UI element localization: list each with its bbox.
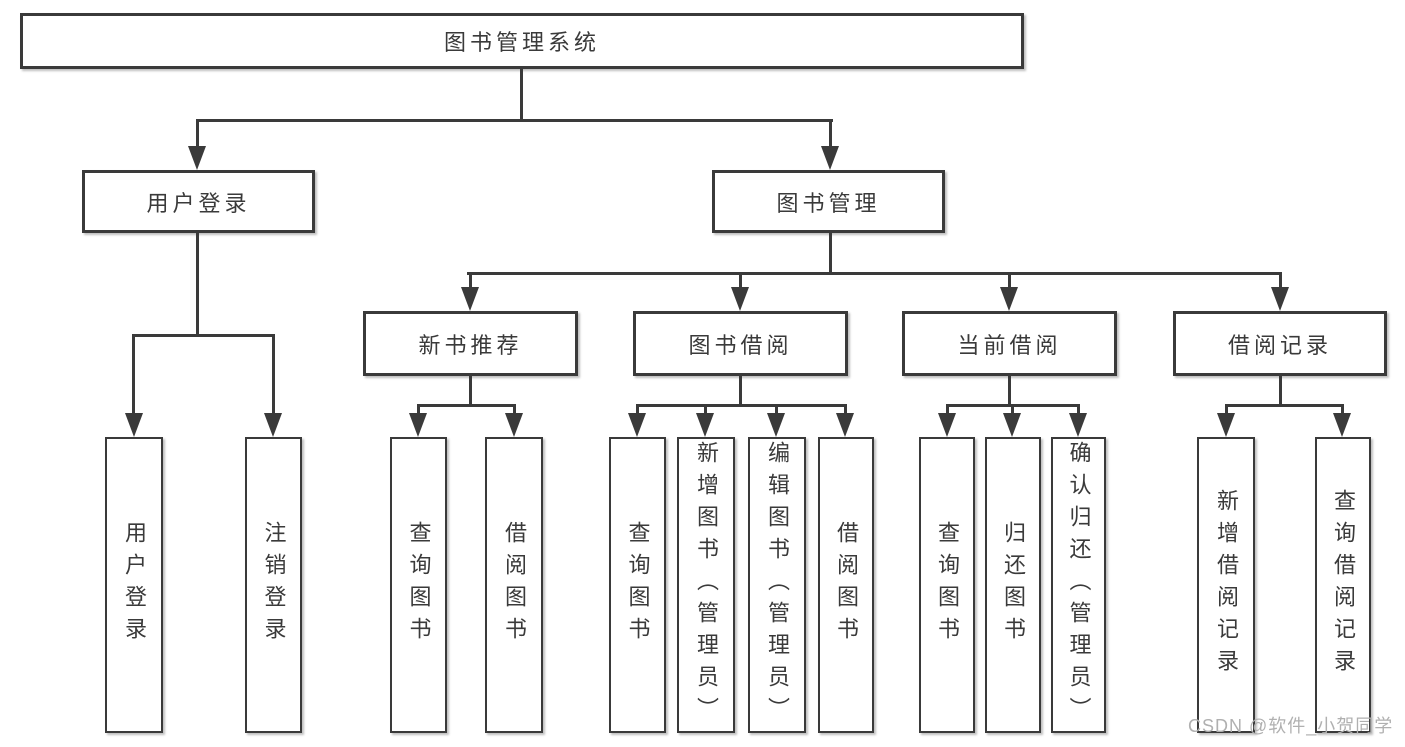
connector-user-login-rail [133, 334, 275, 337]
arrowhead-leaf-login [125, 413, 143, 437]
connector-borrow-rail [636, 404, 847, 407]
arrowhead-leaf [409, 413, 427, 437]
arrowhead-book-mgmt [821, 146, 839, 170]
connector-user-login-drop [196, 119, 199, 149]
connector-recommend-drop [469, 272, 472, 290]
node-library-management-system: 图书管理系统 [20, 13, 1024, 69]
node-borrow-records: 借阅记录 [1173, 311, 1387, 376]
node-current-borrow: 当前借阅 [902, 311, 1117, 376]
leaf-edit-books-admin: 编辑图书（管理员） [748, 437, 806, 733]
connector-leaf-drop [704, 404, 707, 416]
connector-level2-rail [196, 119, 833, 122]
connector-leaf-drop [946, 404, 949, 416]
connector-leaf-drop [1341, 404, 1344, 416]
arrowhead-leaf [1069, 413, 1087, 437]
arrowhead-user-login [188, 146, 206, 170]
node-user-login: 用户登录 [82, 170, 315, 233]
node-new-book-recommend: 新书推荐 [363, 311, 578, 376]
connector-recommend-stem [469, 376, 472, 407]
connector-current-stem [1008, 376, 1011, 407]
arrowhead-leaf [1003, 413, 1021, 437]
arrowhead-leaf-logout [264, 413, 282, 437]
csdn-watermark: CSDN @软件_小贺同学 [1188, 716, 1394, 736]
connector-recommend-rail [417, 404, 516, 407]
connector-leaf-drop [775, 404, 778, 416]
arrowhead-leaf [836, 413, 854, 437]
arrowhead-leaf [628, 413, 646, 437]
leaf-query-books-current: 查询图书 [919, 437, 975, 733]
arrowhead-leaf [1217, 413, 1235, 437]
leaf-borrow-books: 借阅图书 [818, 437, 874, 733]
arrowhead-recommend [461, 287, 479, 311]
arrowhead-leaf [938, 413, 956, 437]
leaf-user-login: 用户登录 [105, 437, 163, 733]
connector-borrow-stem [739, 376, 742, 407]
connector-leaf-drop [1077, 404, 1080, 416]
leaf-query-borrow-record: 查询借阅记录 [1315, 437, 1371, 733]
connector-leaf-logout-drop [272, 334, 275, 416]
leaf-add-books-admin: 新增图书（管理员） [677, 437, 735, 733]
leaf-return-books: 归还图书 [985, 437, 1041, 733]
connector-borrow-drop [739, 272, 742, 290]
node-book-management: 图书管理 [712, 170, 945, 233]
connector-leaf-drop [1011, 404, 1014, 416]
connector-leaf-drop [513, 404, 516, 416]
connector-records-stem [1279, 376, 1282, 407]
connector-leaf-drop [844, 404, 847, 416]
connector-book-mgmt-drop [829, 119, 832, 149]
arrowhead-leaf [767, 413, 785, 437]
connector-book-mgmt-stem [829, 233, 832, 275]
leaf-logout: 注销登录 [245, 437, 302, 733]
connector-leaf-login-drop [132, 334, 135, 416]
connector-level3-rail [467, 272, 1282, 275]
leaf-add-borrow-record: 新增借阅记录 [1197, 437, 1255, 733]
leaf-confirm-return-admin: 确认归还（管理员） [1051, 437, 1106, 733]
leaf-borrow-books-recommend: 借阅图书 [485, 437, 543, 733]
connector-leaf-drop [636, 404, 639, 416]
connector-records-rail [1225, 404, 1344, 407]
connector-leaf-drop [417, 404, 420, 416]
connector-leaf-drop [1225, 404, 1228, 416]
arrowhead-leaf [1333, 413, 1351, 437]
arrowhead-borrow [731, 287, 749, 311]
connector-current-drop [1008, 272, 1011, 290]
connector-user-login-stem [196, 233, 199, 336]
connector-records-drop [1279, 272, 1282, 290]
connector-root-stem [520, 69, 523, 121]
leaf-query-books-borrow: 查询图书 [609, 437, 666, 733]
arrowhead-current [1000, 287, 1018, 311]
leaf-query-books-recommend: 查询图书 [390, 437, 447, 733]
arrowhead-records [1271, 287, 1289, 311]
node-book-borrow: 图书借阅 [633, 311, 848, 376]
arrowhead-leaf [696, 413, 714, 437]
arrowhead-leaf [505, 413, 523, 437]
